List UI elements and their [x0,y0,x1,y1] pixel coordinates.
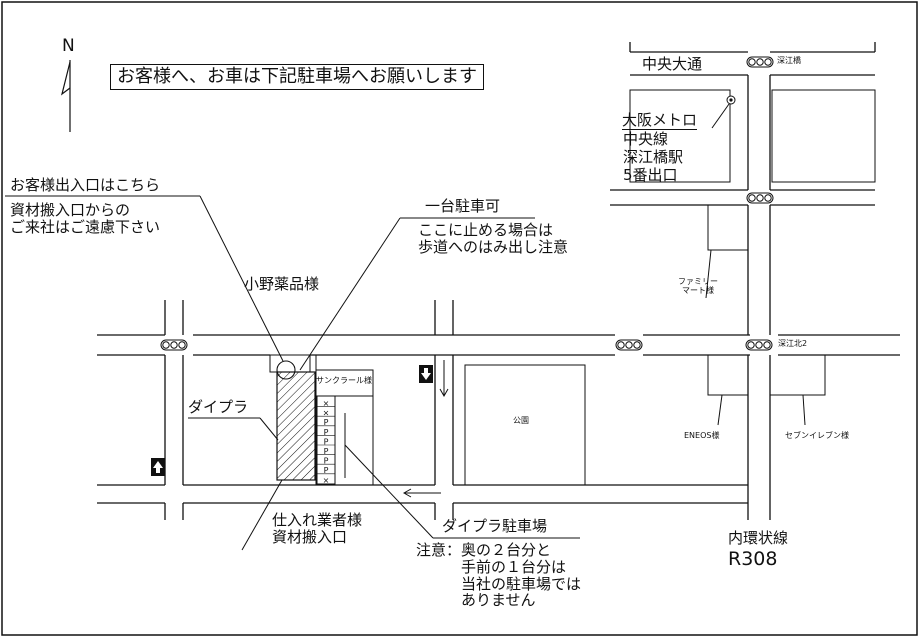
one-car-parking-title: 一台駐車可 [425,197,501,215]
signal-fukaebashi-label: 深江橋 [777,56,801,65]
north-label: N [62,36,75,56]
signal-icon [160,339,188,351]
main-horizontal-road [97,334,900,356]
middle-vertical-road [434,300,454,520]
north-arrow-icon [61,60,71,132]
parking-slot-mark: P [324,457,329,466]
city-blocks [315,89,876,486]
parking-notice: お客様へ、お車は下記駐車場へお願いします [110,64,484,91]
parking-slot-mark: P [324,428,329,437]
station-exit-icon [711,95,736,129]
customer-entrance-marker [276,360,296,380]
park-label: 公園 [513,416,529,425]
one-way-up-icon [151,458,165,476]
parking-slot-mark: P [324,418,329,427]
seven-eleven-building [770,355,826,396]
park-block [464,364,586,486]
eneos-label: ENEOS様 [684,431,720,440]
station-exit: 5番出口 [623,166,678,184]
route-number-label: R308 [728,548,778,570]
familymart-building [707,205,748,251]
daipla-building [276,371,316,481]
parking-slot-mark: P [324,437,329,446]
station-block [629,89,731,183]
parking-slot-mark: × [323,399,330,408]
station-fukaebashi: 深江橋駅 [623,148,684,166]
parking-slot-mark: × [323,409,330,418]
route-arrow [402,360,449,498]
signal-fukaekita-label: 深江北2 [778,339,808,348]
daipla-parking-title: ダイプラ駐車場 [442,517,548,535]
parking-slot-mark: P [324,466,329,475]
uchikanjo-label: 内環状線 [728,529,789,547]
daipla-label: ダイプラ [188,398,249,416]
ono-pharma-label: 小野薬品様 [244,275,320,293]
one-way-down-icon [419,365,433,383]
parking-slot-mark: P [324,447,329,456]
one-car-parking-note: ここに止める場合は 歩道へのはみ出し注意 [418,221,569,256]
signal-icon [746,56,774,68]
sun-claire-label: サンクラール様 [316,376,372,385]
station-name: 大阪メトロ [622,111,698,130]
signal-icon [746,192,774,204]
material-entrance-warning: 資材搬入口からの ご来社はご遠慮下さい [10,201,161,236]
chuo-odori-road [629,42,876,76]
uchikanjo-road [747,75,771,520]
supplier-entrance-label: 仕入れ業者様 資材搬入口 [272,511,363,546]
chuo-odori-label: 中央大通 [642,55,703,73]
signal-icon [745,339,773,351]
eneos-building [707,355,748,396]
parking-slots-frame [316,395,336,485]
signal-icon [615,339,643,351]
parking-slot-mark: × [323,476,330,485]
familymart-label: ファミリー マート様 [678,277,718,295]
northeast-block [771,89,876,183]
lower-horizontal-road [97,484,748,504]
left-vertical-road [164,300,184,520]
station-line: 中央線 [623,130,669,148]
seven-eleven-label: セブンイレブン様 [785,431,849,440]
daipla-parking-note: 注意：奥の２台分と 手前の１台分は 当社の駐車場では ありません [416,541,582,610]
upper-right-road [610,189,875,206]
customer-entrance-callout: お客様出入口はこちら [10,176,161,194]
leader-lines [5,195,806,551]
daipla-entrance-area [269,354,311,373]
